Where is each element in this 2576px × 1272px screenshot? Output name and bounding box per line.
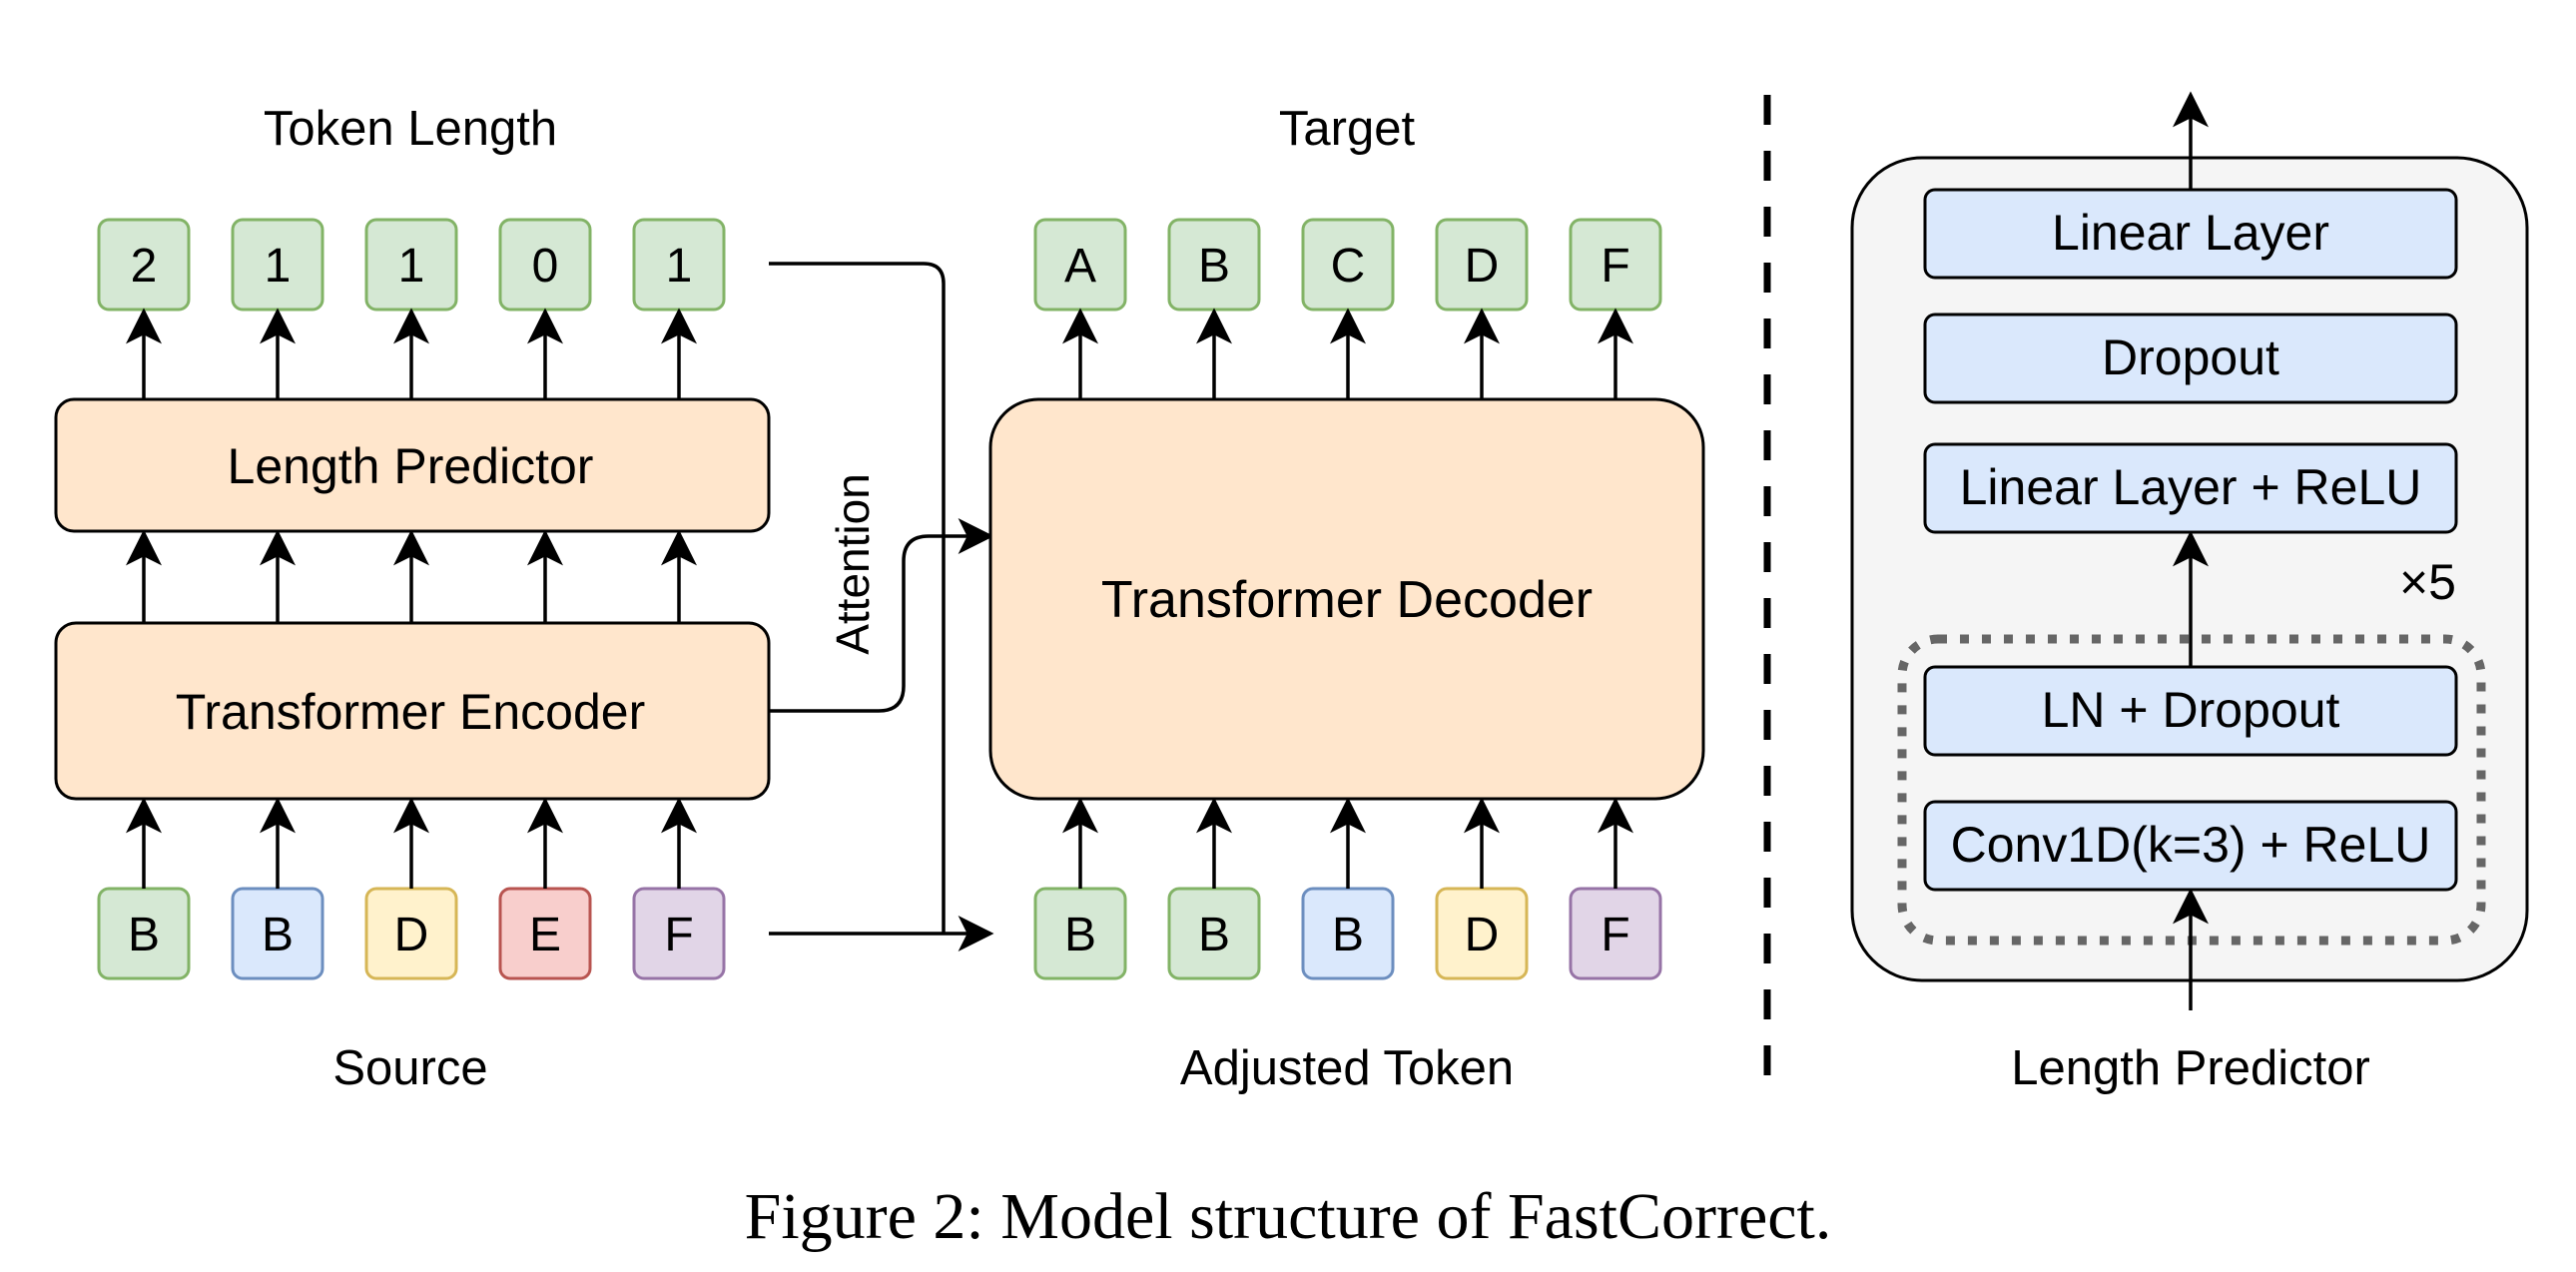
conv-relu-label: Conv1D(k=3) + ReLU bbox=[1951, 817, 2431, 873]
target-token: C bbox=[1331, 240, 1366, 293]
linear-relu-label: Linear Layer + ReLU bbox=[1960, 459, 2422, 515]
source-label: Source bbox=[332, 1041, 487, 1095]
adjusted-token: F bbox=[1601, 909, 1629, 961]
attention-label: Attention bbox=[827, 473, 879, 655]
source-token: D bbox=[394, 909, 429, 961]
source-token: B bbox=[128, 909, 160, 961]
decoder-arrows bbox=[1062, 308, 1633, 889]
linear-layer-label: Linear Layer bbox=[2052, 205, 2329, 261]
source-token: F bbox=[664, 909, 693, 961]
length-predictor-title: Length Predictor bbox=[2011, 1041, 2370, 1095]
token-length-value: 1 bbox=[666, 240, 693, 293]
adjusted-token-row: B B B D F bbox=[1033, 887, 1662, 980]
target-token-row: A B C D F bbox=[1033, 218, 1662, 312]
length-connector-line bbox=[769, 262, 946, 934]
transformer-decoder-label: Transformer Decoder bbox=[1101, 571, 1593, 629]
token-length-value: 2 bbox=[131, 240, 158, 293]
dropout-label: Dropout bbox=[2102, 329, 2279, 385]
adjusted-token: B bbox=[1064, 909, 1096, 961]
source-token-row: B B D E F bbox=[97, 887, 726, 980]
adjusted-token: B bbox=[1332, 909, 1364, 961]
target-token: D bbox=[1465, 240, 1500, 293]
figure-caption: Figure 2: Model structure of FastCorrect… bbox=[745, 1180, 1832, 1253]
ln-dropout-label: LN + Dropout bbox=[2042, 682, 2340, 738]
adjusted-token: D bbox=[1465, 909, 1500, 961]
target-token: B bbox=[1198, 240, 1230, 293]
token-length-label: Token Length bbox=[264, 102, 557, 156]
attention-arrow bbox=[769, 518, 994, 713]
source-token: E bbox=[529, 909, 561, 961]
length-predictor-block-label: Length Predictor bbox=[228, 438, 594, 494]
repeat-label: ×5 bbox=[2399, 554, 2456, 610]
length-predictor-layers: Linear Layer Dropout Linear Layer + ReLU… bbox=[1923, 188, 2458, 892]
adjusted-token-label: Adjusted Token bbox=[1180, 1041, 1514, 1095]
token-length-value: 1 bbox=[398, 240, 425, 293]
token-length-value: 0 bbox=[532, 240, 559, 293]
encoder-arrows bbox=[126, 308, 697, 889]
target-token: F bbox=[1601, 240, 1629, 293]
dropout-box bbox=[1923, 313, 2458, 404]
target-label: Target bbox=[1279, 102, 1416, 156]
transformer-encoder-label: Transformer Encoder bbox=[176, 684, 646, 740]
decoder-connectors bbox=[769, 262, 994, 952]
source-token: B bbox=[262, 909, 294, 961]
token-length-value: 1 bbox=[265, 240, 292, 293]
adjusted-token: B bbox=[1198, 909, 1230, 961]
target-token: A bbox=[1064, 240, 1096, 293]
token-length-row: 2 1 1 0 1 bbox=[97, 218, 726, 312]
